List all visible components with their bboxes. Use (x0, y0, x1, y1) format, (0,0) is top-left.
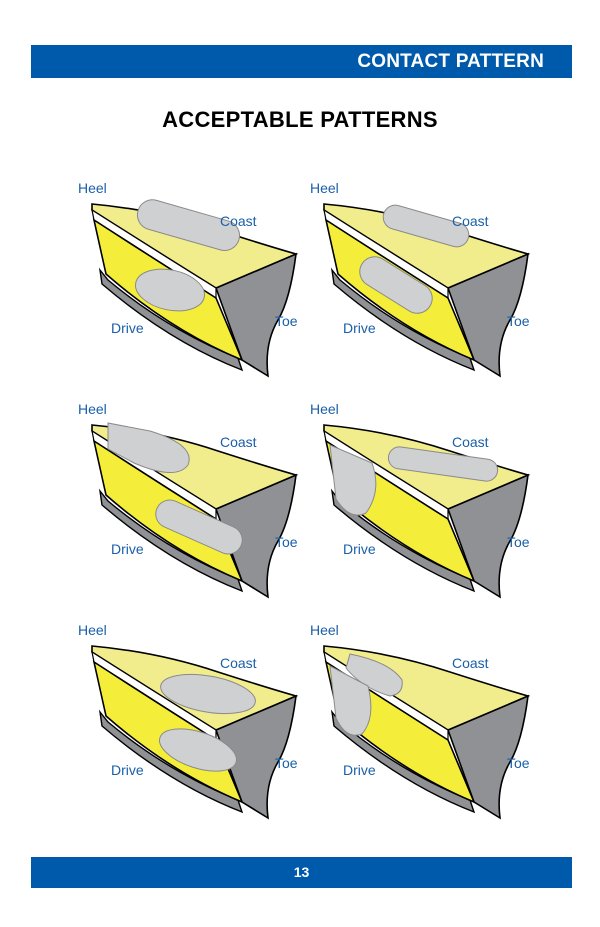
toe-label: Toe (275, 313, 298, 329)
gear-tooth-drawing (91, 199, 299, 378)
contact-patches (329, 653, 403, 736)
coast-label: Coast (220, 213, 257, 229)
page-number: 13 (293, 864, 310, 880)
drive-label: Drive (111, 320, 144, 336)
contact-patches (359, 204, 470, 314)
gear-tooth-drawing (91, 645, 299, 820)
toe-label: Toe (507, 313, 530, 329)
section-title: CONTACT PATTERN (357, 51, 544, 72)
header-bar: CONTACT PATTERN (31, 45, 572, 78)
toe-label: Toe (507, 755, 530, 771)
heel-label: Heel (78, 622, 107, 638)
drive-label: Drive (111, 762, 144, 778)
footer-bar: 13 (31, 857, 572, 888)
coast-label: Coast (220, 434, 257, 450)
gear-tooth-drawing (91, 422, 299, 599)
drive-label: Drive (343, 320, 376, 336)
page-title: ACCEPTABLE PATTERNS (162, 107, 438, 132)
gear-tooth-drawing (323, 645, 531, 820)
heel-label: Heel (310, 401, 339, 417)
heel-label: Heel (310, 622, 339, 638)
toe-label: Toe (275, 534, 298, 550)
heel-label: Heel (310, 180, 339, 196)
contact-patches (159, 673, 256, 772)
drive-label: Drive (343, 541, 376, 557)
heel-label: Heel (78, 401, 107, 417)
gear-tooth-drawing (323, 424, 531, 599)
coast-label: Coast (452, 434, 489, 450)
toe-label: Toe (275, 755, 298, 771)
coast-label: Coast (452, 655, 489, 671)
toe-label: Toe (507, 534, 530, 550)
drive-label: Drive (343, 762, 376, 778)
heel-label: Heel (78, 180, 107, 196)
contact-patches (107, 422, 243, 555)
coast-label: Coast (452, 213, 489, 229)
coast-label: Coast (220, 655, 257, 671)
contact-patches (329, 444, 499, 516)
contact-patches (135, 199, 241, 312)
gear-tooth-drawing (323, 203, 531, 378)
drive-label: Drive (111, 541, 144, 557)
